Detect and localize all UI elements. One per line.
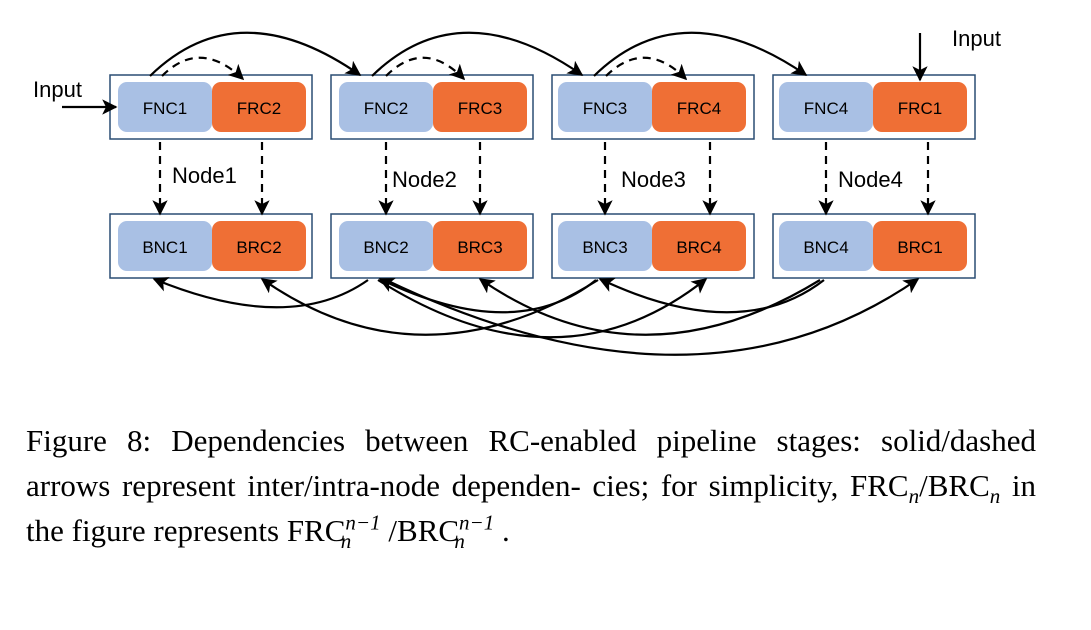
inter-arc-bnc2-bnc1 xyxy=(152,277,369,309)
caption-sub-n-3: n xyxy=(340,529,352,554)
backward-group-2: BNC2 BRC3 xyxy=(330,213,534,279)
backward-group-4-frame xyxy=(772,213,976,279)
intra-arc-fnc3-frc4 xyxy=(605,56,688,81)
frc-box-2 xyxy=(433,82,527,132)
bnc-label-2: BNC2 xyxy=(363,238,408,257)
pipeline-dependency-diagram: FNC1 FRC2 FNC2 FRC3 FNC3 FRC4 FNC4 FRC1 … xyxy=(33,26,1001,356)
brc-box-3 xyxy=(652,221,746,271)
bnc-box-3 xyxy=(558,221,652,271)
node-label-3: Node3 xyxy=(621,167,686,192)
node-label-2: Node2 xyxy=(392,167,457,192)
frc-box-3 xyxy=(652,82,746,132)
intra-arc-fnc2-frc3 xyxy=(385,56,466,81)
caption-line3-end: in the figure represents xyxy=(26,468,1037,548)
caption-brc-2: BRC xyxy=(397,513,460,548)
bnc-label-1: BNC1 xyxy=(142,238,187,257)
brc-label-1: BRC2 xyxy=(236,238,281,257)
caption-line3-start: cies; for simplicity, FRC xyxy=(592,468,909,503)
backward-group-2-frame xyxy=(330,213,534,279)
frc-label-3: FRC4 xyxy=(677,99,721,118)
forward-group-2-frame xyxy=(330,74,534,140)
backward-group-3: BNC3 BRC4 xyxy=(551,213,755,279)
brc-label-2: BRC3 xyxy=(457,238,502,257)
node-label-4: Node4 xyxy=(838,167,903,192)
node-label-1: Node1 xyxy=(172,163,237,188)
forward-group-3: FNC3 FRC4 xyxy=(551,74,755,140)
inter-arc-bnc3-brc2 xyxy=(260,278,599,336)
figure-caption: Figure 8: Dependencies between RC-enable… xyxy=(26,418,1036,553)
caption-brc-1: BRC xyxy=(927,468,990,503)
caption-line2: solid/dashed arrows represent inter/intr… xyxy=(26,423,1037,503)
frc-box-4 xyxy=(873,82,967,132)
backward-group-1-frame xyxy=(109,213,313,279)
brc-box-1 xyxy=(212,221,306,271)
backward-group-3-frame xyxy=(551,213,755,279)
brc-label-4: BRC1 xyxy=(897,238,942,257)
inter-arc-bnc2-brc1 xyxy=(385,278,920,356)
fnc-label-1: FNC1 xyxy=(143,99,187,118)
brc-box-4 xyxy=(873,221,967,271)
fnc-box-3 xyxy=(558,82,652,132)
fnc-box-4 xyxy=(779,82,873,132)
caption-sub-n-2: n xyxy=(989,484,1001,509)
forward-group-2: FNC2 FRC3 xyxy=(330,74,534,140)
caption-sub-n-4: n xyxy=(454,529,465,554)
forward-group-4-frame xyxy=(772,74,976,140)
frc-label-2: FRC3 xyxy=(458,99,502,118)
caption-end: . xyxy=(502,513,510,548)
frc-label-4: FRC1 xyxy=(898,99,942,118)
bnc-label-4: BNC4 xyxy=(803,238,848,257)
brc-box-2 xyxy=(433,221,527,271)
fnc-box-2 xyxy=(339,82,433,132)
brc-label-3: BRC4 xyxy=(676,238,721,257)
caption-slash-2: / xyxy=(388,513,398,548)
inter-arc-bnc2-brc4 xyxy=(377,278,708,339)
intra-arc-fnc1-frc2 xyxy=(161,56,245,81)
input-left-label: Input xyxy=(33,77,82,102)
bnc-label-3: BNC3 xyxy=(582,238,627,257)
input-right-label: Input xyxy=(952,26,1001,51)
inter-arc-bnc4-brc3 xyxy=(478,278,821,336)
frc-box-1 xyxy=(212,82,306,132)
caption-line1: Dependencies between RC-enabled pipeline… xyxy=(171,423,861,458)
backward-group-1: BNC1 BRC2 xyxy=(109,213,313,279)
caption-sup-1: n−1 xyxy=(345,510,381,535)
fnc-label-4: FNC4 xyxy=(804,99,848,118)
inter-arc-bnc4-bnc3 xyxy=(598,277,825,314)
caption-frc-2: FRC xyxy=(286,513,346,548)
inter-arc-fnc2-fnc3 xyxy=(371,31,584,77)
frc-label-1: FRC2 xyxy=(237,99,281,118)
caption-sub-n-1: n xyxy=(908,484,920,509)
bnc-box-1 xyxy=(118,221,212,271)
fnc-box-1 xyxy=(118,82,212,132)
forward-group-3-frame xyxy=(551,74,755,140)
fnc-label-2: FNC2 xyxy=(364,99,408,118)
inter-arc-fnc3-fnc4 xyxy=(593,31,808,77)
backward-group-4: BNC4 BRC1 xyxy=(772,213,976,279)
forward-group-4: FNC4 FRC1 xyxy=(772,74,976,140)
bnc-box-2 xyxy=(339,221,433,271)
inter-arc-fnc1-fnc2 xyxy=(149,31,362,77)
forward-group-1: FNC1 FRC2 xyxy=(109,74,313,140)
bnc-box-4 xyxy=(779,221,873,271)
caption-slash-1: / xyxy=(919,468,928,503)
caption-sup-2: n−1 xyxy=(459,510,495,535)
fnc-label-3: FNC3 xyxy=(583,99,627,118)
caption-figure-label: Figure 8: xyxy=(26,423,152,458)
